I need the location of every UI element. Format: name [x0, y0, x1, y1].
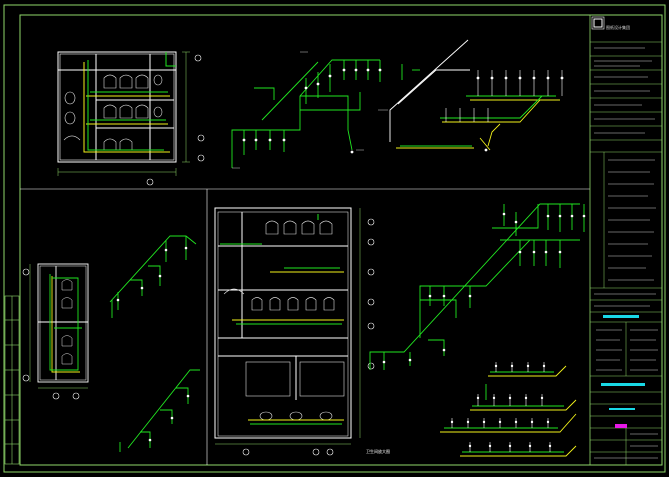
axis-bubble-icon-plan-2 — [22, 268, 80, 400]
accent-bar-cyan-1 — [603, 315, 639, 318]
plan-1-fixtures — [63, 74, 163, 151]
iso-3-valves — [116, 246, 190, 442]
plan-2-fixtures — [61, 279, 73, 365]
plan-3-dimensions — [215, 208, 361, 445]
plan-3-walls — [214, 207, 352, 439]
iso-5-cold-water — [444, 371, 564, 453]
iso-2-hot-water — [396, 99, 560, 151]
iso-2-fixture-drops — [445, 70, 563, 122]
axis-bubble-icon — [146, 54, 205, 186]
accent-bar-cyan-3 — [609, 408, 635, 410]
plan-1-dimensions — [57, 51, 190, 176]
iso-5-valves — [450, 364, 552, 448]
iso-4-valves — [382, 212, 586, 364]
panel-dividers — [20, 188, 590, 465]
title-block — [589, 14, 663, 466]
iso-1-valves — [242, 68, 382, 154]
iso-2-valves — [476, 76, 564, 152]
plan-1-walls — [57, 51, 177, 163]
accent-bar-magenta — [615, 424, 627, 428]
axis-bubble-icon-plan-3 — [242, 218, 375, 456]
view-caption: 卫生间放大图 — [366, 449, 390, 454]
plan-2-walls — [37, 263, 89, 383]
plan-3-hot-water-pipes — [232, 271, 344, 421]
plan-2-pipes — [49, 274, 82, 373]
plan-3-fixtures — [223, 220, 345, 421]
iso-2-hot-water-main — [389, 39, 470, 142]
iso-5-hot-water — [440, 365, 577, 457]
iso-1-cold-water — [231, 59, 420, 168]
accent-bar-cyan-2 — [601, 383, 645, 386]
company-name: 图纸设计集团 — [606, 25, 630, 30]
plan-3-cold-water-pipes — [220, 214, 342, 425]
iso-3-pipes — [109, 235, 200, 452]
company-logo-icon — [593, 18, 603, 28]
plan-1-hot-water-pipes — [83, 62, 170, 153]
plan-1-cold-water-pipes — [87, 52, 176, 151]
iso-2-cold-water — [400, 95, 556, 147]
plan-2-dimensions — [29, 264, 88, 389]
iso-1-annotation-leaders — [232, 51, 388, 169]
binding-strip — [4, 295, 20, 465]
